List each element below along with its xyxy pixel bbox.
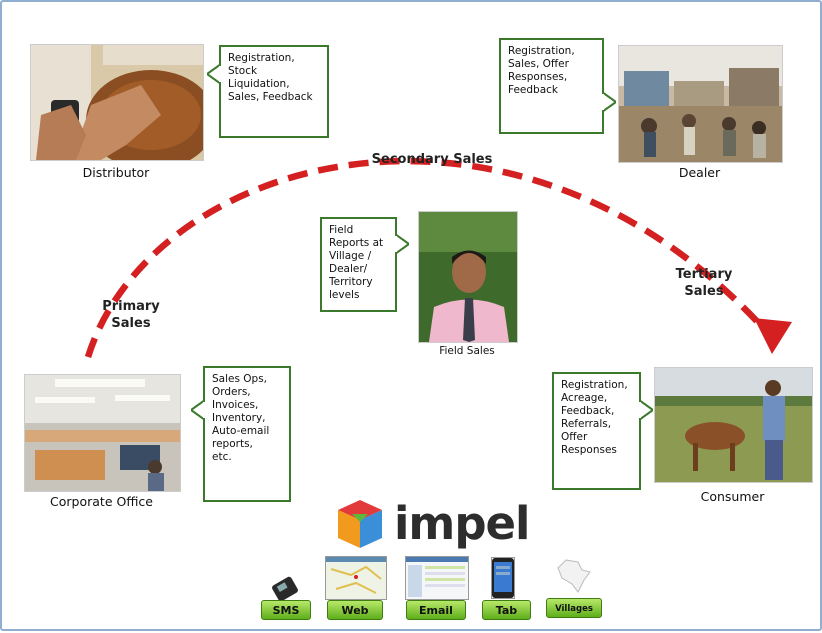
field-sales-image-icon	[419, 212, 517, 342]
phone-icon	[264, 576, 304, 602]
corporate-office-callout-text: Sales Ops, Orders, Invoices, Inventory, …	[212, 373, 270, 463]
secondary-sales-label: Secondary Sales	[371, 152, 493, 167]
tertiary-sales-label: Tertiary Sales	[675, 267, 733, 299]
channel-email: Email	[406, 600, 466, 620]
consumer-callout: Registration, Acreage, Feedback, Referra…	[552, 372, 641, 490]
field-sales-photo	[418, 211, 518, 343]
channel-villages: Villages	[546, 598, 602, 618]
field-sales-caption: Field Sales	[439, 345, 495, 357]
distributor-image-icon	[31, 45, 203, 160]
impel-cube-logo	[338, 500, 382, 548]
brand-name: impel	[394, 497, 530, 550]
distributor-photo	[30, 44, 204, 161]
tablet-icon	[491, 557, 515, 599]
consumer-callout-pointer	[639, 400, 653, 420]
web-map-icon	[325, 556, 387, 600]
corporate-office-photo	[24, 374, 181, 492]
consumer-image-icon	[655, 368, 812, 482]
channel-tab: Tab	[482, 600, 531, 620]
consumer-callout-text: Registration, Acreage, Feedback, Referra…	[561, 379, 628, 456]
distributor-callout-text: Registration, Stock Liquidation, Sales, …	[228, 52, 313, 103]
dealer-image-icon	[619, 46, 782, 162]
dealer-callout: Registration, Sales, Offer Responses, Fe…	[499, 38, 604, 134]
corporate-office-callout: Sales Ops, Orders, Invoices, Inventory, …	[203, 366, 291, 502]
field-sales-callout-pointer	[395, 234, 409, 254]
dealer-callout-pointer	[602, 92, 616, 112]
field-sales-callout: Field Reports at Village / Dealer/ Terri…	[320, 217, 397, 312]
channel-web: Web	[327, 600, 383, 620]
dealer-photo	[618, 45, 783, 163]
channel-sms: SMS	[261, 600, 311, 620]
dealer-caption: Dealer	[678, 165, 721, 180]
dealer-callout-text: Registration, Sales, Offer Responses, Fe…	[508, 45, 575, 96]
field-sales-callout-text: Field Reports at Village / Dealer/ Terri…	[329, 224, 384, 301]
corporate-office-callout-pointer	[191, 400, 205, 420]
corporate-office-caption: Corporate Office	[50, 494, 153, 509]
primary-sales-label: Primary Sales	[102, 299, 160, 331]
india-map-icon	[554, 558, 594, 596]
distributor-callout-pointer	[207, 64, 221, 84]
consumer-caption: Consumer	[700, 489, 765, 504]
distributor-callout: Registration, Stock Liquidation, Sales, …	[219, 45, 329, 138]
consumer-photo	[654, 367, 813, 483]
corporate-office-image-icon	[25, 375, 180, 491]
distributor-caption: Distributor	[82, 165, 150, 180]
email-screen-icon	[405, 556, 469, 600]
